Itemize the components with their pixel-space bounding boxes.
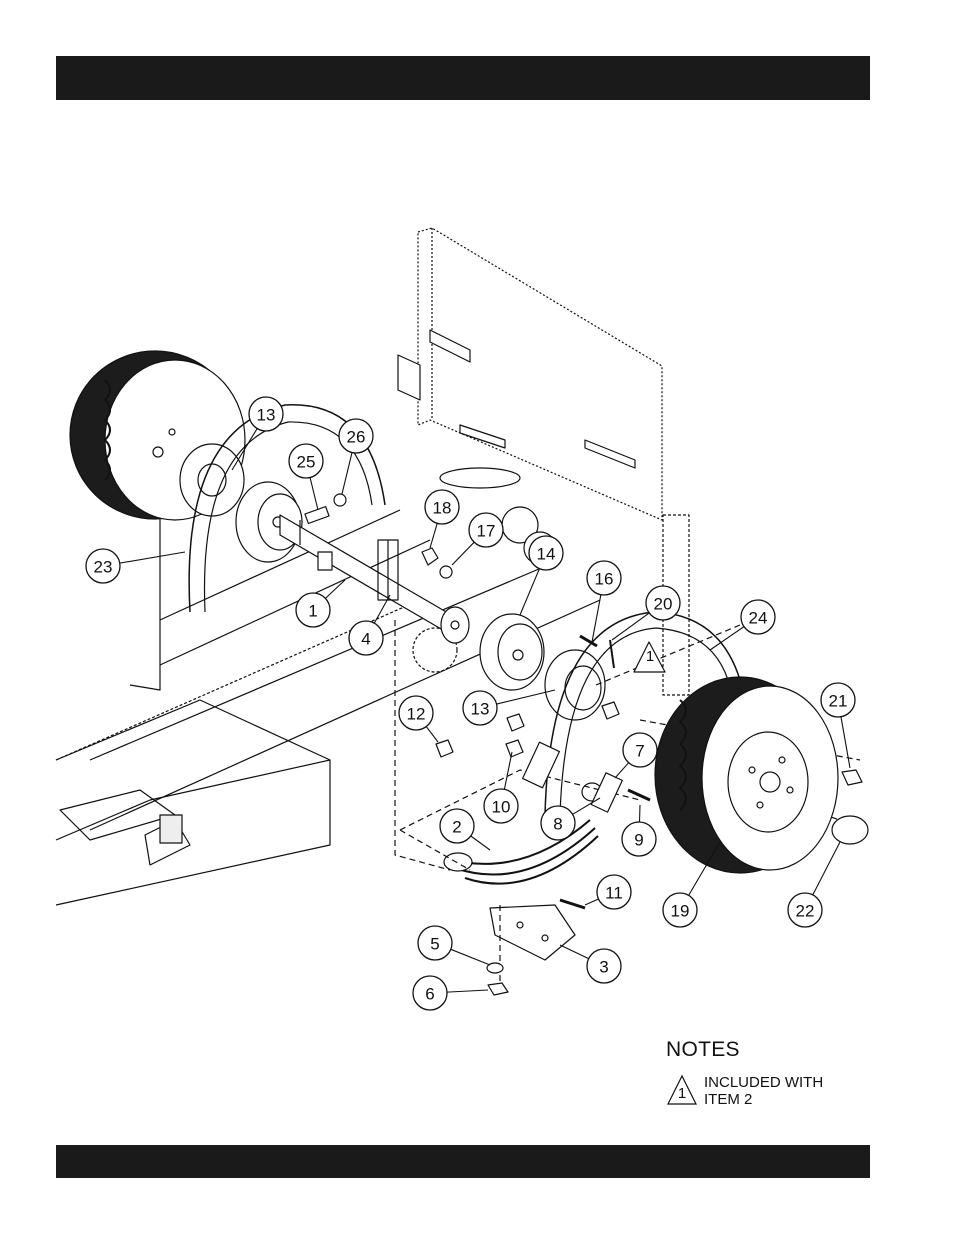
callout-21-leader	[841, 717, 850, 768]
callout-19-label: 19	[671, 902, 690, 921]
callout-3-leader	[560, 945, 589, 959]
callout-12-label: 12	[407, 705, 426, 724]
callout-6-leader	[447, 990, 488, 992]
callout-18-leader	[430, 523, 437, 548]
note-triangle-label: 1	[646, 648, 654, 665]
callout-6-label: 6	[425, 985, 434, 1004]
callout-11-label: 11	[605, 884, 623, 903]
callout-20-label: 20	[654, 595, 673, 614]
callout-26-leader	[342, 453, 352, 494]
callout-5-label: 5	[430, 935, 439, 954]
callout-1: 1	[296, 580, 345, 627]
callout-23-label: 23	[94, 558, 113, 577]
callout-2-leader	[471, 836, 490, 850]
callout-16-label: 16	[595, 570, 614, 589]
callout-18-label: 18	[433, 499, 452, 518]
callout-4-label: 4	[361, 630, 370, 649]
notes-title: NOTES	[666, 1038, 866, 1062]
callout-24-label: 24	[749, 609, 768, 628]
notes-section: NOTES 1 INCLUDED WITH ITEM 2	[666, 1038, 866, 1114]
leaf-spring	[444, 783, 602, 960]
callout-25-leader	[310, 478, 318, 510]
callout-12: 12	[399, 696, 438, 742]
footer-bar	[56, 1145, 870, 1178]
callout-18: 18	[425, 490, 459, 548]
callout-17: 17	[452, 513, 503, 565]
callout-16: 16	[587, 561, 621, 642]
callout-24: 24	[710, 600, 775, 650]
callout-11: 11	[585, 875, 631, 909]
callout-25-label: 25	[297, 453, 316, 472]
callout-1-label: 1	[308, 602, 317, 621]
callout-7-label: 7	[635, 742, 644, 761]
callout-22-label: 22	[796, 902, 815, 921]
callout-6: 6	[413, 976, 488, 1010]
callout-4: 4	[349, 595, 390, 655]
callout-22-leader	[813, 842, 840, 895]
callout-17-label: 17	[477, 522, 496, 541]
callout-17-leader	[452, 542, 474, 565]
note-triangle-icon: 1	[666, 1074, 698, 1106]
callout-5: 5	[418, 926, 490, 965]
callout-26-label: 26	[347, 428, 366, 447]
callout-3: 3	[560, 945, 621, 983]
callout-7-leader	[615, 763, 629, 778]
left-tire	[70, 351, 245, 520]
callout-1-leader	[325, 580, 345, 598]
callout-9-leader	[639, 805, 640, 822]
callout-8-label: 8	[553, 815, 562, 834]
callout-2-label: 2	[452, 818, 461, 837]
callout-9-label: 9	[634, 831, 643, 850]
callout-11-leader	[585, 899, 598, 905]
callout-9: 9	[622, 805, 656, 856]
callout-7: 7	[615, 733, 657, 778]
callout-4-leader	[374, 595, 390, 623]
callout-10: 10	[484, 752, 518, 823]
note-item-1-marker: 1	[678, 1085, 686, 1102]
note-item-1: 1 INCLUDED WITH ITEM 2	[666, 1074, 866, 1114]
callout-12-leader	[426, 727, 438, 742]
callout-3-label: 3	[599, 958, 608, 977]
callout-10-label: 10	[492, 798, 511, 817]
callout-14-label: 14	[537, 545, 556, 564]
note-item-1-text: INCLUDED WITH ITEM 2	[704, 1074, 854, 1108]
callout-2: 2	[440, 809, 490, 850]
callout-13b-label: 13	[471, 700, 490, 719]
callout-21-label: 21	[829, 692, 848, 711]
callout-5-leader	[451, 949, 490, 965]
callout-10-leader	[504, 752, 512, 789]
right-tire	[655, 677, 838, 873]
callout-13a-label: 13	[257, 406, 276, 425]
right-hub-drum	[480, 614, 605, 720]
